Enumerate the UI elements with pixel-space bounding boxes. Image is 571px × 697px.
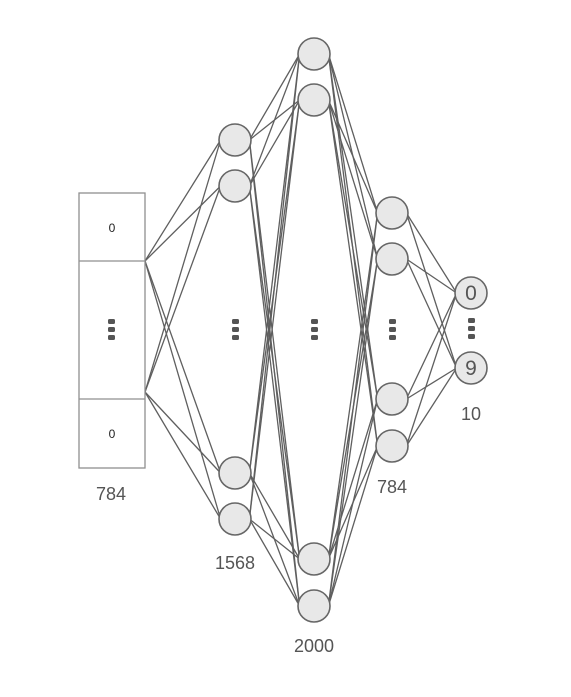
connection-line [144,139,222,393]
layer3-node [375,382,409,416]
connection-line [144,185,222,262]
connection-line [144,185,222,393]
layer2-ellipsis [311,319,318,340]
layer1-node [218,123,252,157]
connection-line [327,99,379,260]
input-cell-bottom: 0 [109,427,116,441]
input-ellipsis [108,319,115,340]
layer3-node [375,242,409,276]
connection-line [327,258,379,607]
connection-line [248,53,301,474]
input-vector: 0 0 [78,192,146,469]
connection-line [327,53,379,214]
layer2-node [297,83,331,117]
input-size-label: 784 [96,484,126,504]
connection-line [248,185,301,607]
layer1-node [218,502,252,536]
connection-line [327,398,379,607]
connection-line [327,99,379,400]
layer1-node [218,169,252,203]
connection-line [405,258,458,369]
connection-line [248,53,301,520]
connection-line [248,99,301,520]
layer1-size-label: 1568 [215,553,255,573]
connection-line [144,260,222,474]
output-node-label-first: 0 [465,282,477,305]
connection-line [327,212,379,560]
output-node-last [454,351,488,385]
output-layer: 0 9 [454,276,488,385]
layer3-ellipsis [389,319,396,340]
connection-line [144,139,222,262]
layer2-size-label: 2000 [294,636,334,656]
layer2-node [297,589,331,623]
connection-line [405,367,458,447]
connection-line [327,53,379,400]
connection-line [248,139,301,560]
input-cell-top: 0 [109,221,116,235]
connection-line [405,292,458,447]
output-ellipsis [468,318,475,339]
connection-line [248,185,301,560]
hidden-layer-3 [375,196,409,463]
hidden-layer-1 [218,123,252,536]
connection-line [248,99,301,187]
connection-line [327,99,379,214]
layer1-node [218,456,252,490]
layer2-node [297,37,331,71]
hidden-layer-2 [297,37,331,623]
layer1-ellipsis [232,319,239,340]
connection-line [144,260,222,520]
connection-line [248,518,301,607]
connection-line [327,99,379,447]
connection-line [327,212,379,607]
connection-line [144,391,222,474]
layer3-node [375,196,409,230]
layer3-size-label: 784 [377,477,407,497]
connection-line [248,472,301,560]
connection-lines [144,53,458,607]
layer3-node [375,429,409,463]
connection-line [327,398,379,560]
connection-line [248,53,301,187]
connection-line [405,212,458,294]
output-node-label-last: 9 [465,357,477,380]
connection-line [248,53,301,141]
connection-line [406,258,457,294]
output-node-first [454,276,488,310]
connection-line [144,391,222,520]
connection-line [406,367,457,400]
connection-line [405,212,458,369]
connection-line [327,445,379,607]
output-size-label: 10 [461,404,481,424]
layer2-node [297,542,331,576]
connection-line [405,292,458,400]
connection-line [248,518,301,560]
